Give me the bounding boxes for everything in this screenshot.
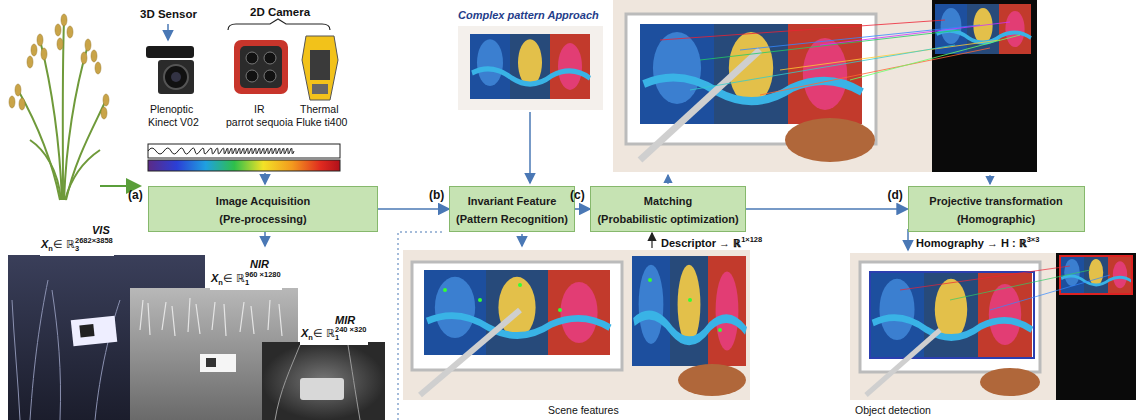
box-text: Matching (Probabilistic optimization)	[591, 187, 745, 227]
variable: X	[41, 238, 48, 250]
box-subtitle: (Probabilistic optimization)	[597, 212, 738, 227]
math-text: ∈ ℝ	[313, 327, 335, 339]
process-box: (d)Projective transformation(Homographic…	[908, 186, 1085, 232]
math-expression: Xn∈ ℝ960 ×12801	[210, 271, 282, 290]
device-name: Thermal	[300, 103, 339, 116]
flow-arrow	[378, 208, 449, 210]
device-name: Plenoptic	[150, 103, 193, 116]
subscript: n	[48, 244, 53, 253]
device-name: Fluke ti400	[296, 116, 347, 129]
index-stack: 2682×38583	[75, 237, 113, 253]
box-title: Image Acquisition	[216, 194, 310, 209]
image-caption: Object detection	[855, 404, 931, 417]
subscript: 3	[75, 245, 113, 253]
math-text: ∈ ℝ	[223, 272, 245, 284]
process-box: (a)Image Acquisition(Pre-processing)	[148, 186, 378, 232]
flow-arrow	[746, 208, 908, 210]
step-letter: (d)	[888, 188, 903, 202]
superscript: 960 ×1280	[245, 271, 281, 279]
step-letter: (a)	[128, 188, 143, 202]
index-stack: 240 ×3201	[335, 326, 367, 342]
math-text: ∈ ℝ	[53, 238, 75, 250]
box-text: Image Acquisition (Pre-processing)	[149, 187, 377, 227]
box-title: Invariant Feature	[468, 194, 557, 209]
flow-arrow	[575, 208, 590, 210]
math-text: Homography → H : ℝ	[916, 237, 1027, 249]
band-label: VIS	[92, 224, 110, 237]
superscript: 3×3	[1027, 235, 1040, 244]
box-title: Matching	[644, 194, 692, 209]
superscript: 1×128	[741, 235, 762, 244]
math-expression: Xn∈ ℝ240 ×3201	[300, 326, 368, 345]
band-label: NIR	[250, 258, 269, 271]
image-caption: Scene features	[548, 404, 619, 417]
box-subtitle: (Homographic)	[957, 212, 1035, 227]
device-name: IR	[254, 103, 265, 116]
subscript: n	[308, 333, 313, 342]
box-text: Invariant Feature (Pattern Recognition)	[450, 187, 574, 227]
box-subtitle: (Pre-processing)	[219, 212, 306, 227]
variable: X	[211, 272, 218, 284]
device-name: Kinect V02	[148, 116, 199, 129]
image-title: Complex pattern Approach	[458, 9, 599, 22]
subscript: n	[218, 278, 223, 287]
index-stack: 960 ×12801	[245, 271, 281, 287]
math-expression: Homography → H : ℝ3×3	[915, 233, 1040, 250]
superscript: 240 ×320	[335, 326, 367, 334]
box-subtitle: (Pattern Recognition)	[456, 212, 568, 227]
box-text: Projective transformation (Homographic)	[909, 187, 1084, 227]
device-name: parrot sequoia	[226, 116, 293, 129]
step-letter: (b)	[429, 188, 444, 202]
superscript: 2682×3858	[75, 237, 113, 245]
math-text: Descriptor → ℝ	[661, 237, 741, 249]
box-title: Projective transformation	[929, 194, 1062, 209]
process-box: (b)Invariant Feature(Pattern Recognition…	[449, 186, 575, 232]
subscript: 1	[245, 279, 281, 287]
process-box: (c)Matching(Probabilistic optimization)	[590, 186, 746, 232]
math-expression: Xn∈ ℝ2682×38583	[40, 237, 114, 256]
variable: X	[301, 327, 308, 339]
sensor-heading: 2D Camera	[250, 6, 310, 19]
subscript: 1	[335, 334, 367, 342]
math-expression: Descriptor → ℝ1×128	[660, 233, 763, 250]
sensor-heading: 3D Sensor	[140, 8, 197, 21]
step-letter: (c)	[570, 188, 585, 202]
